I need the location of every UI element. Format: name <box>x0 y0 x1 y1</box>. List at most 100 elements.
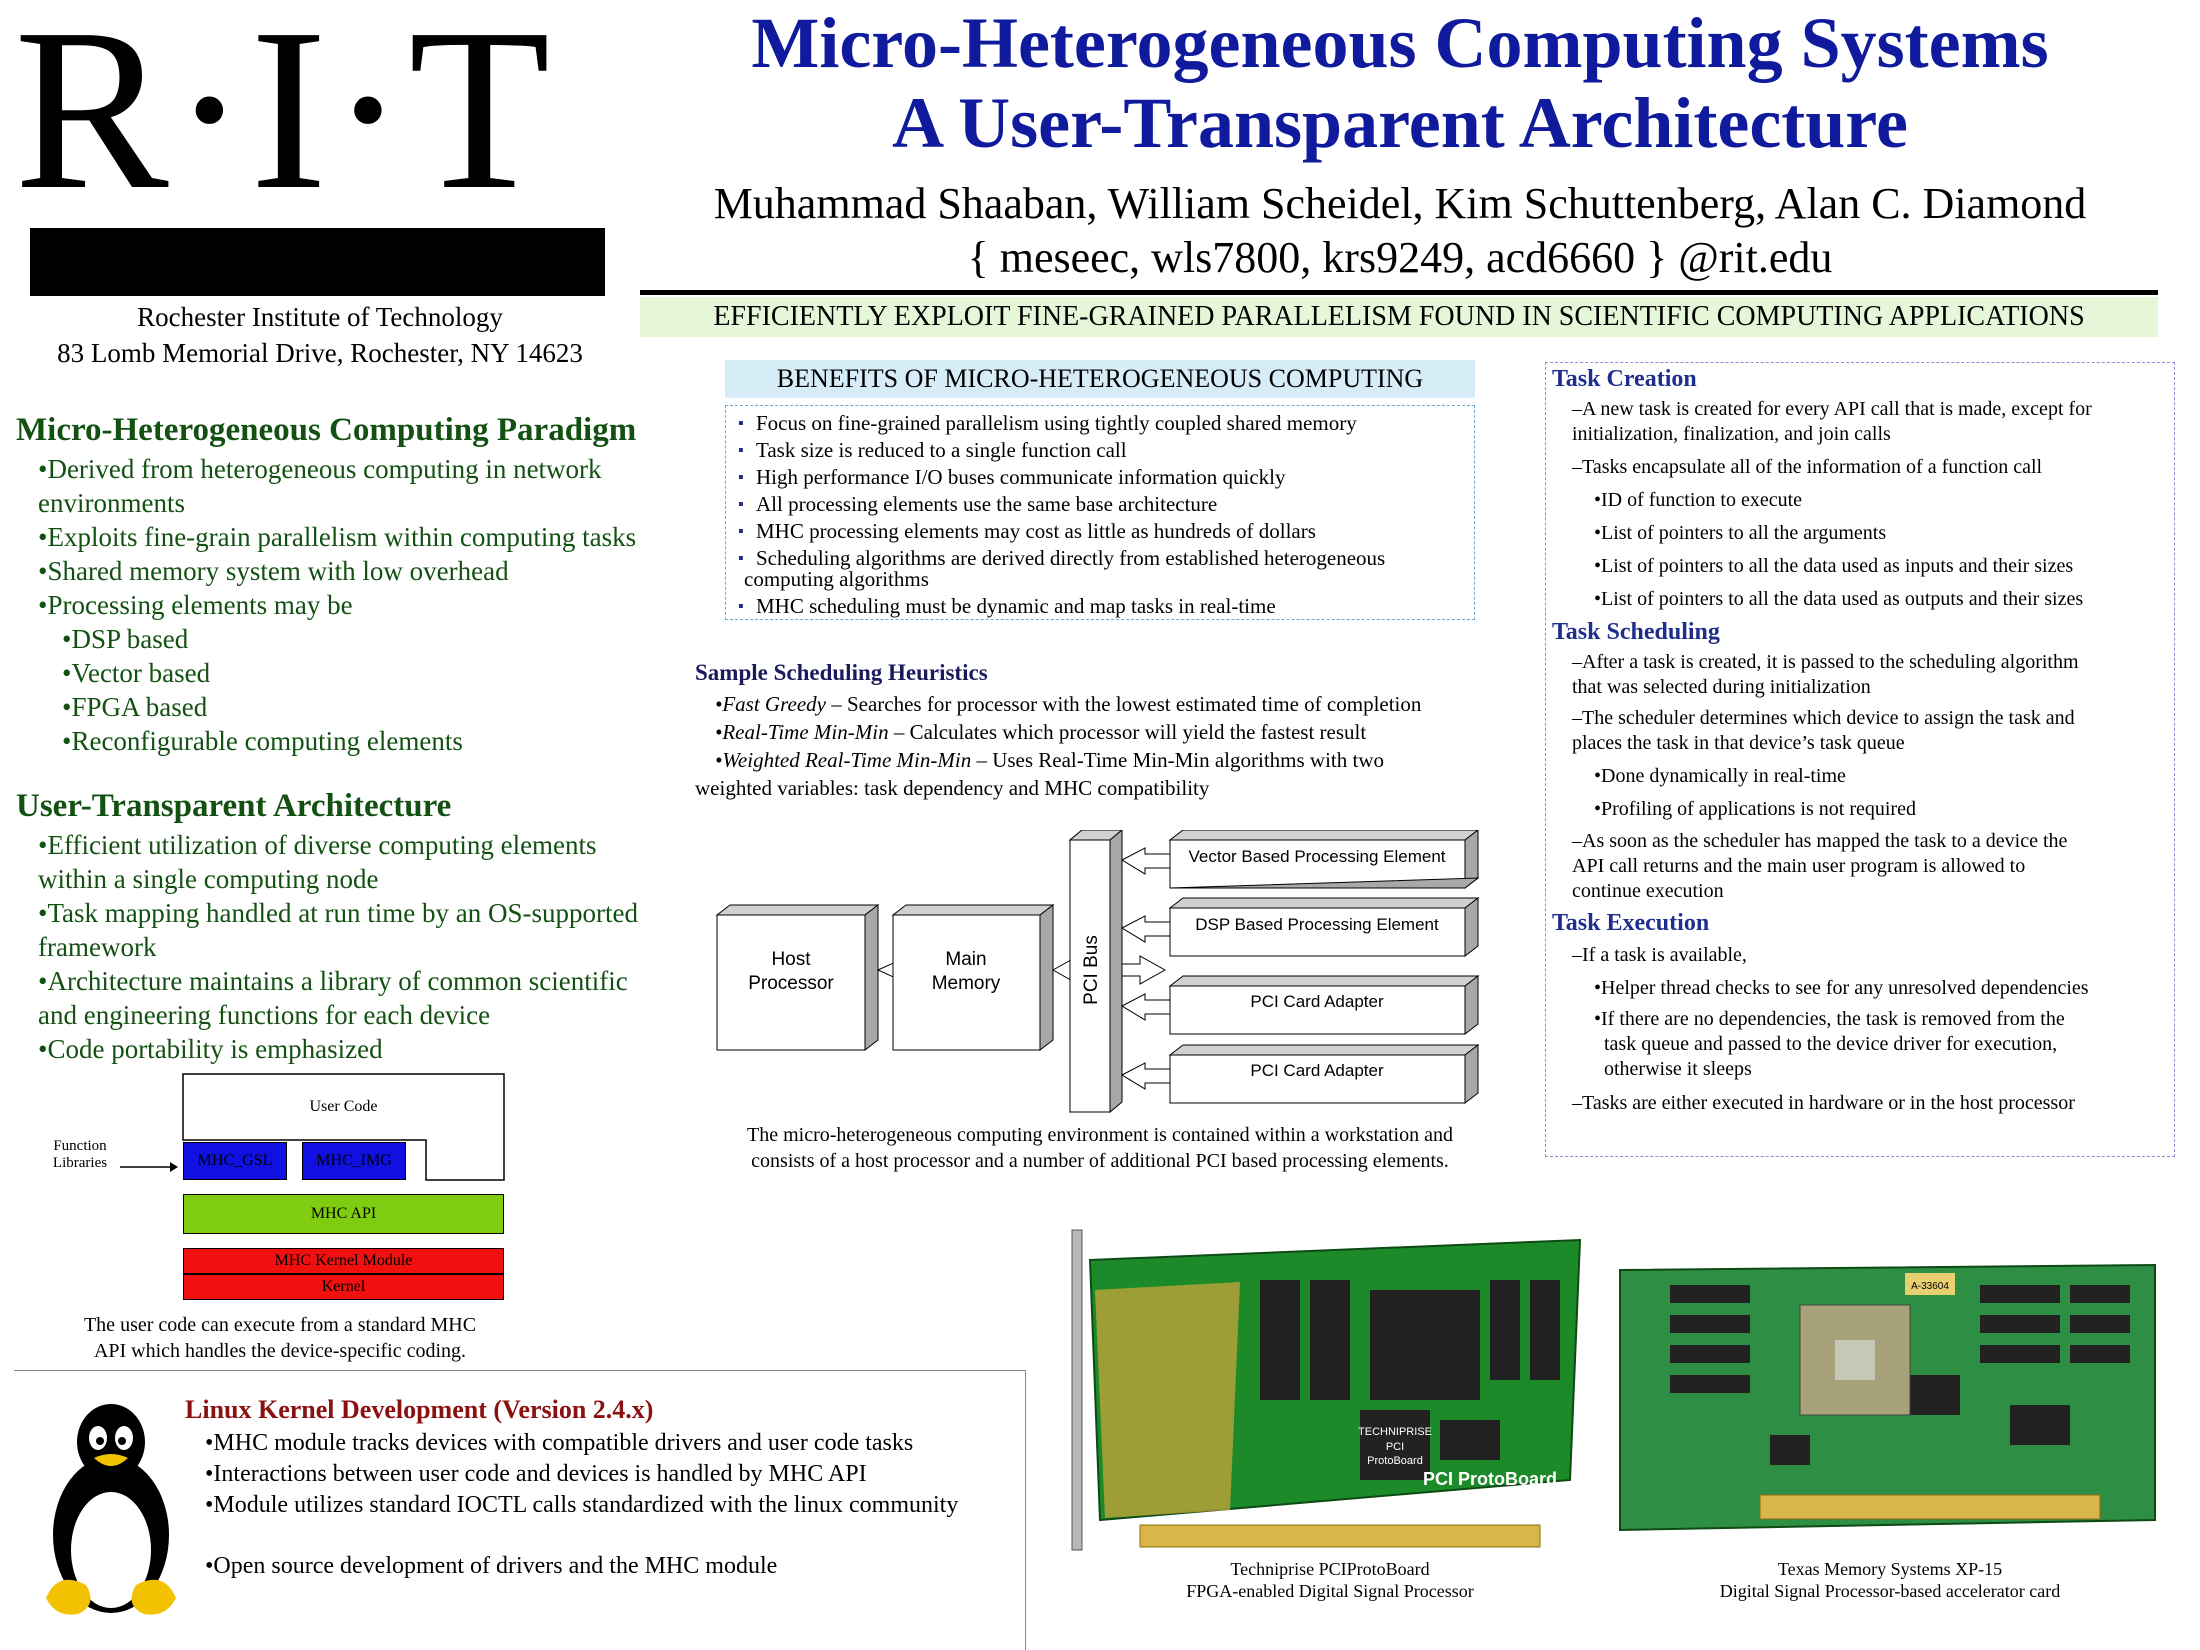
svg-text:PCI Bus: PCI Bus <box>1081 935 1102 1005</box>
pci-protoboard-photo: TECHNIPRISE PCI ProtoBoard PCI ProtoBoar… <box>1071 1229 1582 1551</box>
list-item: •Open source development of drivers and … <box>205 1553 778 1579</box>
list-item: framework <box>38 932 157 962</box>
mhc-api-box: MHC API <box>183 1194 504 1234</box>
svg-text:Host: Host <box>771 949 811 970</box>
list-item: •MHC module tracks devices with compatib… <box>205 1430 914 1456</box>
list-item: MHC scheduling must be dynamic and map t… <box>738 593 1474 620</box>
list-item: within a single computing node <box>38 864 379 894</box>
svg-text:A-33604: A-33604 <box>1911 1281 1949 1292</box>
lib-gsl-box: MHC_GSL <box>183 1142 287 1180</box>
list-item: •FPGA based <box>62 692 208 722</box>
function-libraries-label: Function Libraries <box>52 1138 108 1171</box>
svg-text:PCI ProtoBoard: PCI ProtoBoard <box>1423 1469 1557 1489</box>
list-item: •DSP based <box>62 624 189 654</box>
svg-text:Memory: Memory <box>932 973 1001 994</box>
svg-text:PCI: PCI <box>1386 1441 1404 1453</box>
pe-vector: Vector Based Processing Element <box>1120 830 1480 890</box>
xp15-card-photo: A-33604 <box>1619 1263 2156 1532</box>
main-memory-box: Main Memory <box>891 903 1055 1052</box>
list-item: •Task mapping handled at run time by an … <box>38 898 638 928</box>
institution-address: 83 Lomb Memorial Drive, Rochester, NY 14… <box>57 338 583 368</box>
list-item: •Efficient utilization of diverse comput… <box>38 830 597 860</box>
pci-bus: PCI Bus <box>1068 830 1123 1114</box>
arrow-right-icon <box>120 1162 178 1172</box>
list-item: •Code portability is emphasized <box>38 1034 383 1064</box>
benefits-list: Focus on fine-grained parallelism using … <box>725 405 1475 620</box>
list-item: environments <box>38 488 185 518</box>
svg-text:Vector Based Processing Elemen: Vector Based Processing Element <box>1188 847 1445 866</box>
kernel-box: Kernel <box>183 1274 504 1300</box>
list-item: •If there are no dependencies, the task … <box>1594 1008 2065 1030</box>
pe-adapter-2: PCI Card Adapter <box>1120 1043 1480 1105</box>
list-item: –A new task is created for every API cal… <box>1572 398 2092 420</box>
list-item: otherwise it sleeps <box>1604 1058 1752 1080</box>
task-creation-title: Task Creation <box>1552 366 1697 392</box>
svg-text:ProtoBoard: ProtoBoard <box>1367 1455 1423 1467</box>
task-scheduling-title: Task Scheduling <box>1552 619 1720 645</box>
list-item: •Helper thread checks to see for any unr… <box>1594 977 2089 999</box>
list-item: Task size is reduced to a single functio… <box>738 437 1474 464</box>
emails: { meseec, wls7800, krs9249, acd6660 } @r… <box>967 233 1833 282</box>
list-item: MHC processing elements may cost as litt… <box>738 518 1474 545</box>
list-item: •Exploits fine-grain parallelism within … <box>38 522 637 552</box>
benefits-title: BENEFITS OF MICRO-HETEROGENEOUS COMPUTIN… <box>725 360 1475 398</box>
list-item: •List of pointers to all the data used a… <box>1594 588 2084 610</box>
list-item: Scheduling algorithms are derived direct… <box>738 548 1474 570</box>
linux-list: •MHC module tracks devices with compatib… <box>205 1428 958 1582</box>
svg-text:PCI Card Adapter: PCI Card Adapter <box>1250 992 1384 1011</box>
list-item: •List of pointers to all the data used a… <box>1594 555 2074 577</box>
list-item: •Profiling of applications is not requir… <box>1594 798 1916 820</box>
list-item: High performance I/O buses communicate i… <box>738 464 1474 491</box>
list-item: –Tasks are either executed in hardware o… <box>1572 1092 2075 1114</box>
logo-bar <box>30 228 605 296</box>
list-item: –As soon as the scheduler has mapped the… <box>1572 830 2068 852</box>
paradigm-list: •Derived from heterogeneous computing in… <box>38 452 636 758</box>
list-item: •Real-Time Min-Min – Calculates which pr… <box>715 720 1367 744</box>
system-diagram: Host Processor Main Memory PCI Bus Vecto… <box>715 830 1480 1114</box>
authors: Muhammad Shaaban, William Scheidel, Kim … <box>713 179 2087 228</box>
heuristics-title: Sample Scheduling Heuristics <box>695 660 988 685</box>
list-item: continue execution <box>1572 880 1724 902</box>
list-item: that was selected during initialization <box>1572 676 1871 698</box>
list-item: •Shared memory system with low overhead <box>38 556 509 586</box>
list-item: All processing elements use the same bas… <box>738 491 1474 518</box>
list-item: task queue and passed to the device driv… <box>1604 1033 2058 1055</box>
list-item: –After a task is created, it is passed t… <box>1572 651 2079 673</box>
institution-name: Rochester Institute of Technology <box>137 302 503 332</box>
list-item: •Interactions between user code and devi… <box>205 1461 867 1487</box>
list-item: •Reconfigurable computing elements <box>62 726 463 756</box>
svg-text:Processor: Processor <box>748 973 834 994</box>
board2-caption: Texas Memory Systems XP-15 Digital Signa… <box>1719 1559 2061 1601</box>
poster-subtitle: A User-Transparent Architecture <box>892 83 1908 163</box>
list-item: Focus on fine-grained parallelism using … <box>738 410 1474 437</box>
list-item: API call returns and the main user progr… <box>1572 855 2026 877</box>
kernel-module-box: MHC Kernel Module <box>183 1248 504 1274</box>
svg-text:Main: Main <box>945 949 986 970</box>
architecture-caption: The user code can execute from a standar… <box>83 1314 477 1362</box>
system-caption: The micro-heterogeneous computing enviro… <box>747 1124 1453 1172</box>
svg-text:TECHNIPRISE: TECHNIPRISE <box>1358 1426 1432 1438</box>
task-execution-title: Task Execution <box>1552 910 1710 936</box>
architecture-list: •Efficient utilization of diverse comput… <box>38 828 638 1066</box>
tasks-box <box>1545 362 2175 1157</box>
list-item-cont: computing algorithms <box>744 567 929 591</box>
list-item: •ID of function to execute <box>1594 489 1803 511</box>
list-item: •Done dynamically in real-time <box>1594 765 1846 787</box>
list-item: –Tasks encapsulate all of the informatio… <box>1572 456 2043 478</box>
paradigm-title: Micro-Heterogeneous Computing Paradigm <box>16 412 637 448</box>
svg-text:DSP Based Processing Element: DSP Based Processing Element <box>1195 915 1439 934</box>
architecture-title: User-Transparent Architecture <box>16 788 452 824</box>
pe-dsp: DSP Based Processing Element <box>1120 896 1480 958</box>
list-item: •Module utilizes standard IOCTL calls st… <box>205 1492 959 1518</box>
user-code-outline <box>182 1073 505 1181</box>
banner: EFFICIENTLY EXPLOIT FINE-GRAINED PARALLE… <box>640 297 2158 337</box>
list-item: •Vector based <box>62 658 211 688</box>
list-item-cont: weighted variables: task dependency and … <box>695 776 1210 800</box>
lib-img-box: MHC_IMG <box>302 1142 406 1180</box>
svg-text:PCI Card Adapter: PCI Card Adapter <box>1250 1061 1384 1080</box>
list-item: •Architecture maintains a library of com… <box>38 966 628 996</box>
rit-logo: R·I·T <box>14 0 553 238</box>
list-item: initialization, finalization, and join c… <box>1572 423 1891 445</box>
tasks-content: Task Creation –A new task is created for… <box>1552 366 2172 1117</box>
list-item: •Weighted Real-Time Min-Min – Uses Real-… <box>715 748 1385 772</box>
